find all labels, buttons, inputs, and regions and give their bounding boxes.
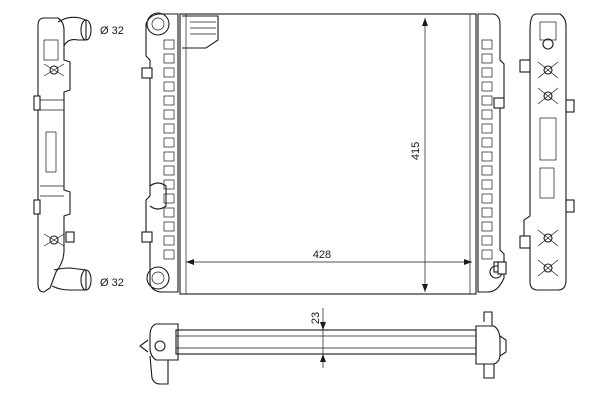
right-tank-rib (481, 95, 493, 106)
left-tank-rib (163, 193, 175, 204)
dimension-height: 415 (410, 18, 428, 292)
right-tank-rib (481, 109, 493, 120)
left-tank-rib (163, 39, 175, 50)
left-tank-rib (163, 249, 175, 260)
left-tank-rib (163, 123, 175, 134)
right-tank-rib (481, 193, 493, 204)
right-tank-rib (481, 39, 493, 50)
left-tank-rib (163, 165, 175, 176)
left-tank-rib (163, 95, 175, 106)
right-tank-rib (481, 67, 493, 78)
left-tank-rib (163, 109, 175, 120)
right-tank-rib (481, 249, 493, 260)
dimension-height-label: 415 (410, 142, 422, 160)
right-tank-rib (481, 165, 493, 176)
dimension-core-depth: 23 (310, 308, 326, 368)
right-tank-rib (481, 207, 493, 218)
left-tank-rib (163, 235, 175, 246)
right-tank-rib (481, 53, 493, 64)
left-tank-rib (163, 151, 175, 162)
right-tank-rib (481, 151, 493, 162)
dimension-core-depth-label: 23 (310, 312, 322, 324)
left-tank-rib (163, 67, 175, 78)
left-tank-rib (163, 137, 175, 148)
right-tank-rib (481, 221, 493, 232)
left-tank-rib (163, 207, 175, 218)
right-tank-rib (481, 137, 493, 148)
dimension-width-label: 428 (313, 249, 331, 261)
right-tank-side-view (497, 13, 575, 291)
right-tank-rib (481, 179, 493, 190)
right-tank-rib (481, 81, 493, 92)
bottom-outlet-diameter-label: Ø 32 (100, 277, 124, 289)
left-tank-rib (163, 221, 175, 232)
right-tank-rib (481, 235, 493, 246)
dimension-width: 428 (186, 249, 472, 265)
left-tank-rib (163, 53, 175, 64)
left-tank-side-view (33, 16, 92, 293)
radiator-front-view (141, 12, 505, 295)
right-tank-rib (481, 123, 493, 134)
radiator-top-view (139, 311, 507, 385)
left-tank-rib (163, 81, 175, 92)
top-outlet-diameter-label: Ø 32 (100, 25, 124, 37)
